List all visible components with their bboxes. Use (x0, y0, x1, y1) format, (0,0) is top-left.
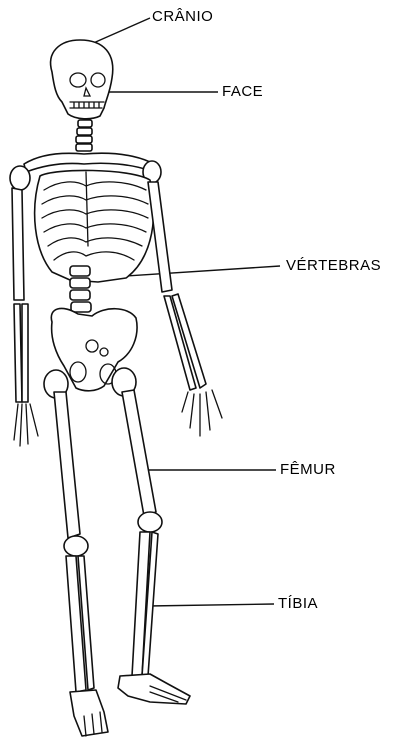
cervical-vertebrae (76, 120, 92, 151)
leg-right (44, 370, 108, 736)
label-cranio: CRÂNIO (152, 8, 213, 25)
ribcage (35, 170, 154, 282)
arm-right (12, 188, 38, 446)
lumbar-spine (70, 266, 91, 312)
arm-left (148, 182, 222, 436)
label-vertebras: VÉRTEBRAS (286, 257, 381, 274)
label-tibia: TÍBIA (278, 595, 318, 612)
skull (51, 40, 113, 119)
label-face: FACE (222, 83, 263, 100)
leader-line-tibia (148, 604, 274, 606)
leg-left (112, 368, 190, 704)
label-femur: FÊMUR (280, 461, 336, 478)
